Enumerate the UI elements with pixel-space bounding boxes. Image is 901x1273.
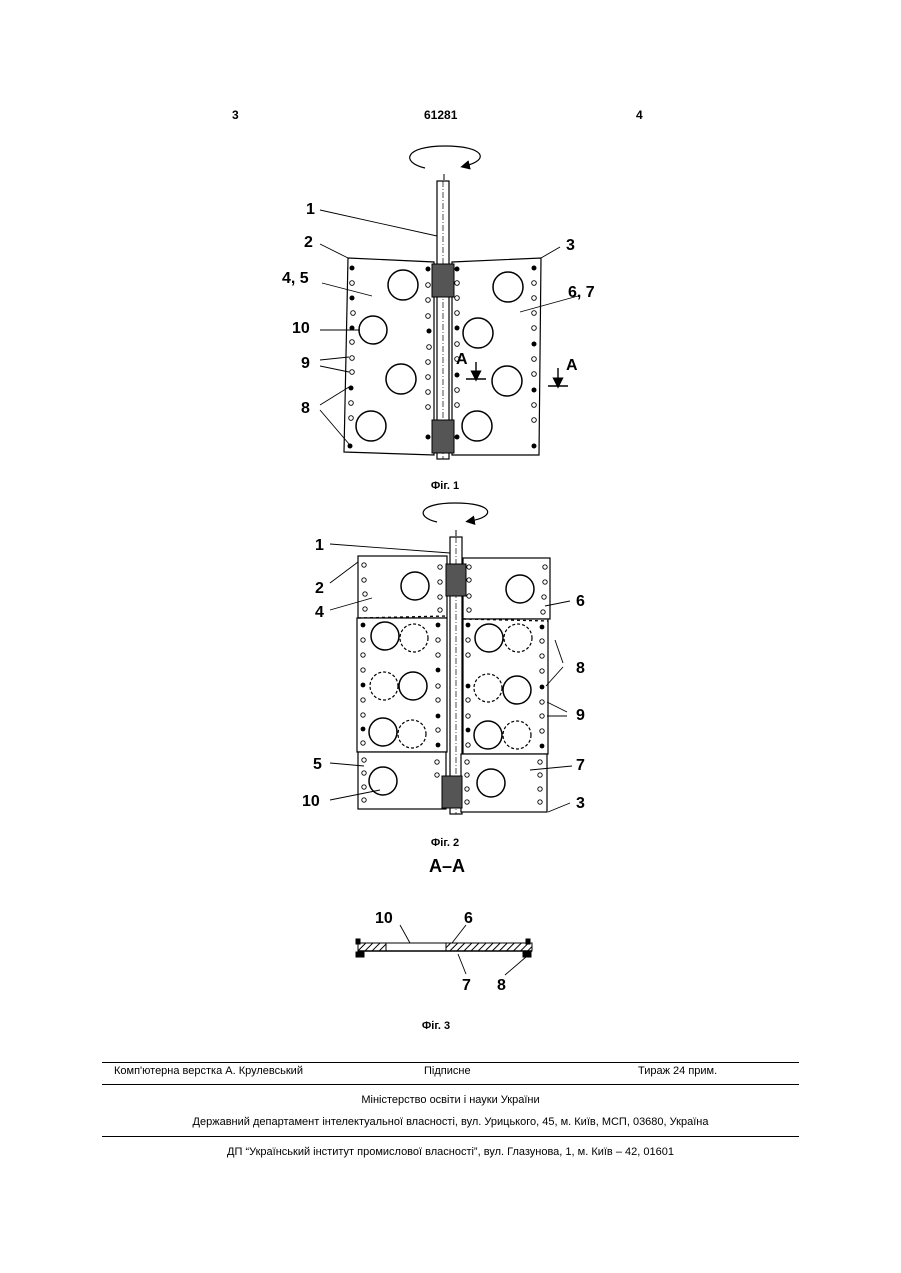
plate-left — [344, 258, 434, 455]
svg-text:5: 5 — [313, 756, 322, 773]
svg-text:10: 10 — [302, 793, 320, 810]
svg-text:8: 8 — [497, 977, 506, 994]
institute-line: ДП “Український інститут промислової вла… — [0, 1146, 901, 1158]
sheet-5 — [358, 752, 446, 809]
svg-text:7: 7 — [576, 757, 585, 774]
rotation-arrow-icon — [423, 503, 487, 522]
svg-text:9: 9 — [576, 707, 585, 724]
svg-text:6: 6 — [576, 593, 585, 610]
svg-text:1: 1 — [306, 201, 315, 218]
layout-credit: Комп'ютерна верстка А. Крулевський — [114, 1065, 303, 1077]
sheet-7 — [461, 754, 547, 812]
svg-text:A: A — [456, 351, 468, 368]
svg-text:2: 2 — [304, 234, 313, 251]
footer-divider — [102, 1136, 799, 1137]
svg-text:A: A — [566, 357, 578, 374]
svg-text:8: 8 — [301, 400, 310, 417]
svg-text:7: 7 — [462, 977, 471, 994]
department-line: Державний департамент інтелектуальної вл… — [0, 1116, 901, 1128]
figure-1-caption: Фіг. 1 — [431, 480, 459, 492]
footer-divider — [102, 1084, 799, 1085]
figure-1 — [320, 146, 578, 459]
figure-3-caption: Фіг. 3 — [422, 1020, 450, 1032]
hinge — [432, 264, 454, 297]
figure-2 — [330, 503, 572, 814]
subscription-note: Підписне — [424, 1065, 471, 1077]
svg-text:6: 6 — [464, 910, 473, 927]
svg-text:10: 10 — [375, 910, 393, 927]
svg-text:10: 10 — [292, 320, 310, 337]
svg-text:3: 3 — [576, 795, 585, 812]
hinge — [442, 776, 462, 808]
ministry-line: Міністерство освіти і науки України — [0, 1094, 901, 1106]
footer-divider — [102, 1062, 799, 1063]
svg-text:9: 9 — [301, 355, 310, 372]
svg-text:4, 5: 4, 5 — [282, 270, 309, 287]
svg-text:3: 3 — [566, 237, 575, 254]
sheet-4 — [358, 556, 447, 618]
svg-text:1: 1 — [315, 537, 324, 554]
hinge — [432, 420, 454, 453]
circulation-note: Тираж 24 прим. — [638, 1065, 717, 1077]
svg-text:2: 2 — [315, 580, 324, 597]
patent-drawing: 1 2 3 4, 5 6, 7 10 9 8 A A — [0, 0, 901, 1060]
rotation-arrow-icon — [410, 146, 481, 168]
section-title: A–A — [429, 856, 465, 877]
svg-text:6, 7: 6, 7 — [568, 284, 595, 301]
hinge — [446, 564, 466, 596]
figure-3-labels: 10 6 7 8 — [375, 910, 506, 994]
figure-3-section — [356, 925, 532, 975]
svg-text:4: 4 — [315, 604, 324, 621]
figure-2-caption: Фіг. 2 — [431, 837, 459, 849]
svg-text:8: 8 — [576, 660, 585, 677]
